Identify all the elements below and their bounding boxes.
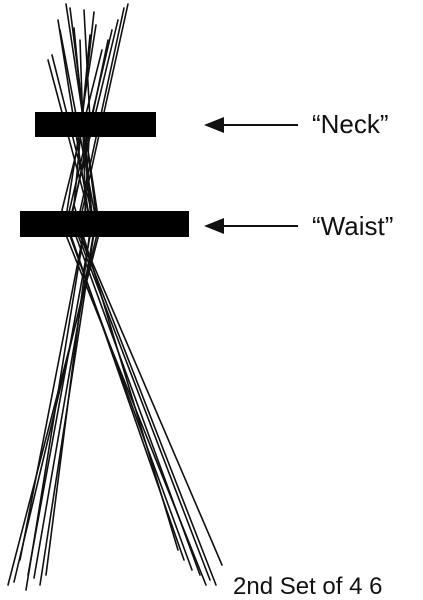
stick <box>19 19 89 561</box>
stick <box>63 24 207 586</box>
sticks-bundle <box>7 3 223 591</box>
stick <box>27 59 93 576</box>
stick <box>45 27 93 576</box>
waist-band <box>20 211 189 237</box>
stick <box>75 7 211 581</box>
waist-label: “Waist” <box>312 211 394 241</box>
neck-arrow <box>204 117 298 133</box>
stick <box>77 3 217 586</box>
neck-label: “Neck” <box>312 109 389 139</box>
neck-band <box>35 112 156 137</box>
waist-arrow <box>204 218 298 234</box>
stick <box>65 29 193 571</box>
caption-text: 2nd Set of 4 6 <box>233 573 383 600</box>
